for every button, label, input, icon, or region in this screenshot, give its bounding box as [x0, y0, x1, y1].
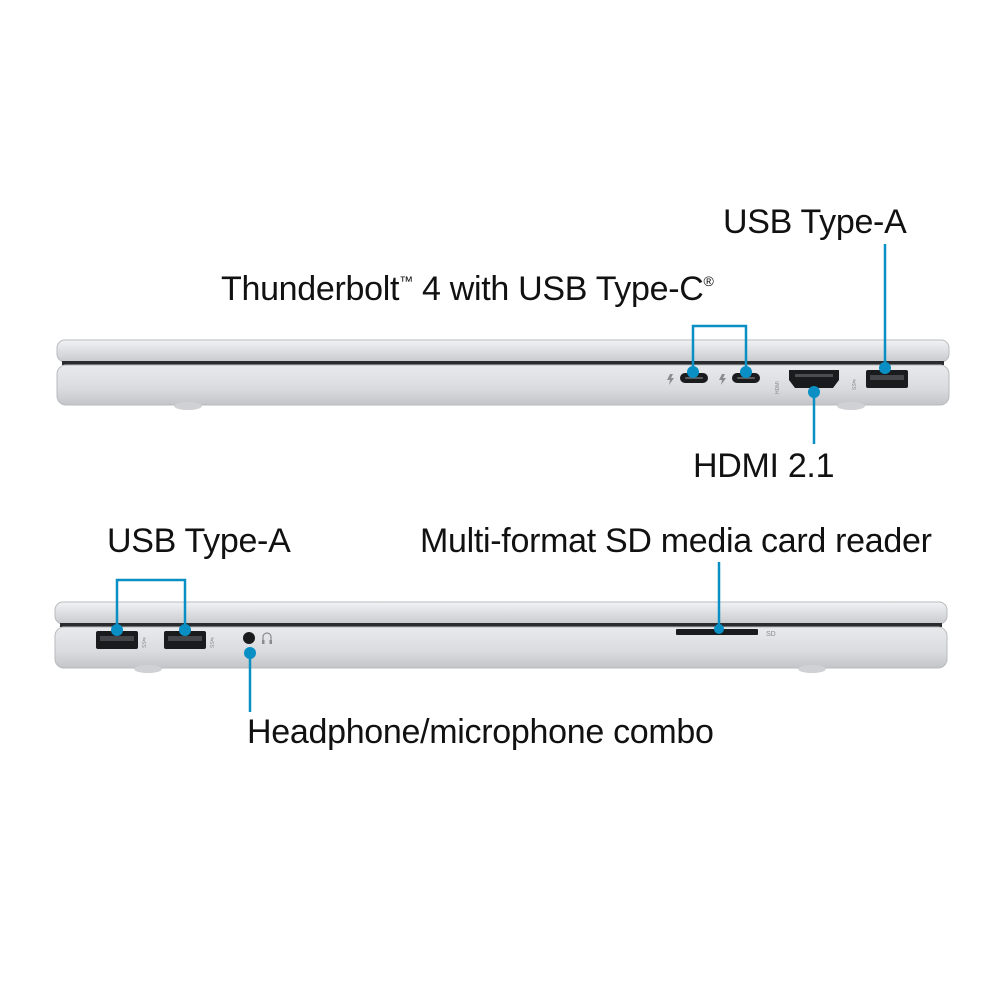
label-left-usb-a: USB Type-A	[107, 522, 291, 560]
audio-combo-callout	[244, 647, 256, 712]
trademark-mark: ™	[399, 273, 413, 289]
usb-a-port: SS⇋	[96, 631, 148, 649]
laptop-base	[54, 626, 948, 669]
usb-port-mark: SS⇋	[852, 379, 858, 390]
left-side-laptop: SS⇋ SS⇋ SD	[54, 562, 948, 712]
laptop-foot	[837, 402, 865, 410]
right-side-laptop: HDMI SS⇋	[56, 244, 950, 444]
sd-reader-callout	[714, 562, 724, 634]
laptop-foot	[174, 402, 202, 410]
laptop-lid	[54, 601, 948, 625]
thunderbolt-callout	[687, 324, 752, 378]
laptop-foot	[798, 665, 826, 673]
thunderbolt-icon	[719, 374, 726, 385]
usb-port-mark: SS⇋	[210, 637, 216, 648]
hdmi-callout	[808, 386, 820, 444]
headphone-icon	[262, 632, 272, 644]
hdmi-port: HDMI	[775, 370, 839, 394]
usb-a-callout	[111, 578, 191, 636]
usb-a-port: SS⇋	[852, 370, 908, 390]
thunderbolt-icon	[667, 374, 674, 385]
label-audio-combo: Headphone/microphone combo	[247, 713, 714, 751]
thunderbolt-port	[667, 373, 708, 385]
hdmi-port-mark: HDMI	[775, 381, 781, 394]
sd-port-mark: SD	[766, 631, 776, 638]
label-thunderbolt-main: Thunderbolt	[221, 270, 400, 308]
hinge-gap	[60, 623, 942, 627]
laptop-foot	[134, 665, 162, 673]
laptop-base	[56, 364, 950, 406]
label-right-usb-a: USB Type-A	[723, 203, 907, 241]
label-sd-reader: Multi-format SD media card reader	[420, 522, 932, 560]
audio-jack	[243, 632, 272, 644]
usb-port-mark: SS⇋	[142, 637, 148, 648]
registered-mark: ®	[703, 273, 714, 289]
label-thunderbolt-rest: 4 with USB Type-C	[412, 270, 704, 308]
usb-a-callout	[879, 244, 891, 374]
hinge-gap	[62, 361, 944, 365]
label-thunderbolt: Thunderbolt™ 4 with USB Type-C®	[221, 272, 714, 306]
label-hdmi: HDMI 2.1	[693, 447, 835, 485]
usb-a-port: SS⇋	[164, 631, 216, 649]
laptop-lid	[56, 339, 950, 363]
